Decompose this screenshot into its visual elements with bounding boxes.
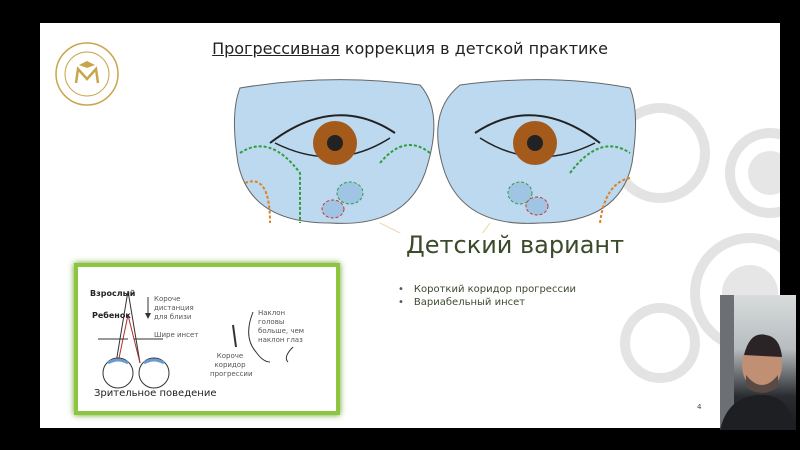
slide-subtitle: Детский вариант	[406, 231, 625, 259]
right-lens	[437, 79, 637, 224]
presentation-slide: Прогрессивная коррекция в детской практи…	[40, 23, 780, 428]
visual-behavior-figure: Взрослый Ребенок Короче дистанция для бл…	[74, 263, 340, 415]
left-lens	[233, 79, 435, 224]
presenter-webcam-video	[720, 295, 796, 430]
bullet-list: Короткий коридор прогрессии Вариабельный…	[398, 284, 576, 310]
company-logo	[54, 41, 120, 107]
figure-drawing	[98, 290, 294, 389]
slide-title: Прогрессивная коррекция в детской практи…	[212, 39, 608, 58]
page-number: 4	[697, 403, 702, 411]
bullet-item: Короткий коридор прогрессии	[398, 284, 576, 295]
lens-diagrams	[233, 79, 637, 233]
figure-caption: Зрительное поведение	[94, 388, 217, 399]
presenter-figure	[720, 295, 796, 430]
bullet-item: Вариабельный инсет	[398, 297, 576, 308]
